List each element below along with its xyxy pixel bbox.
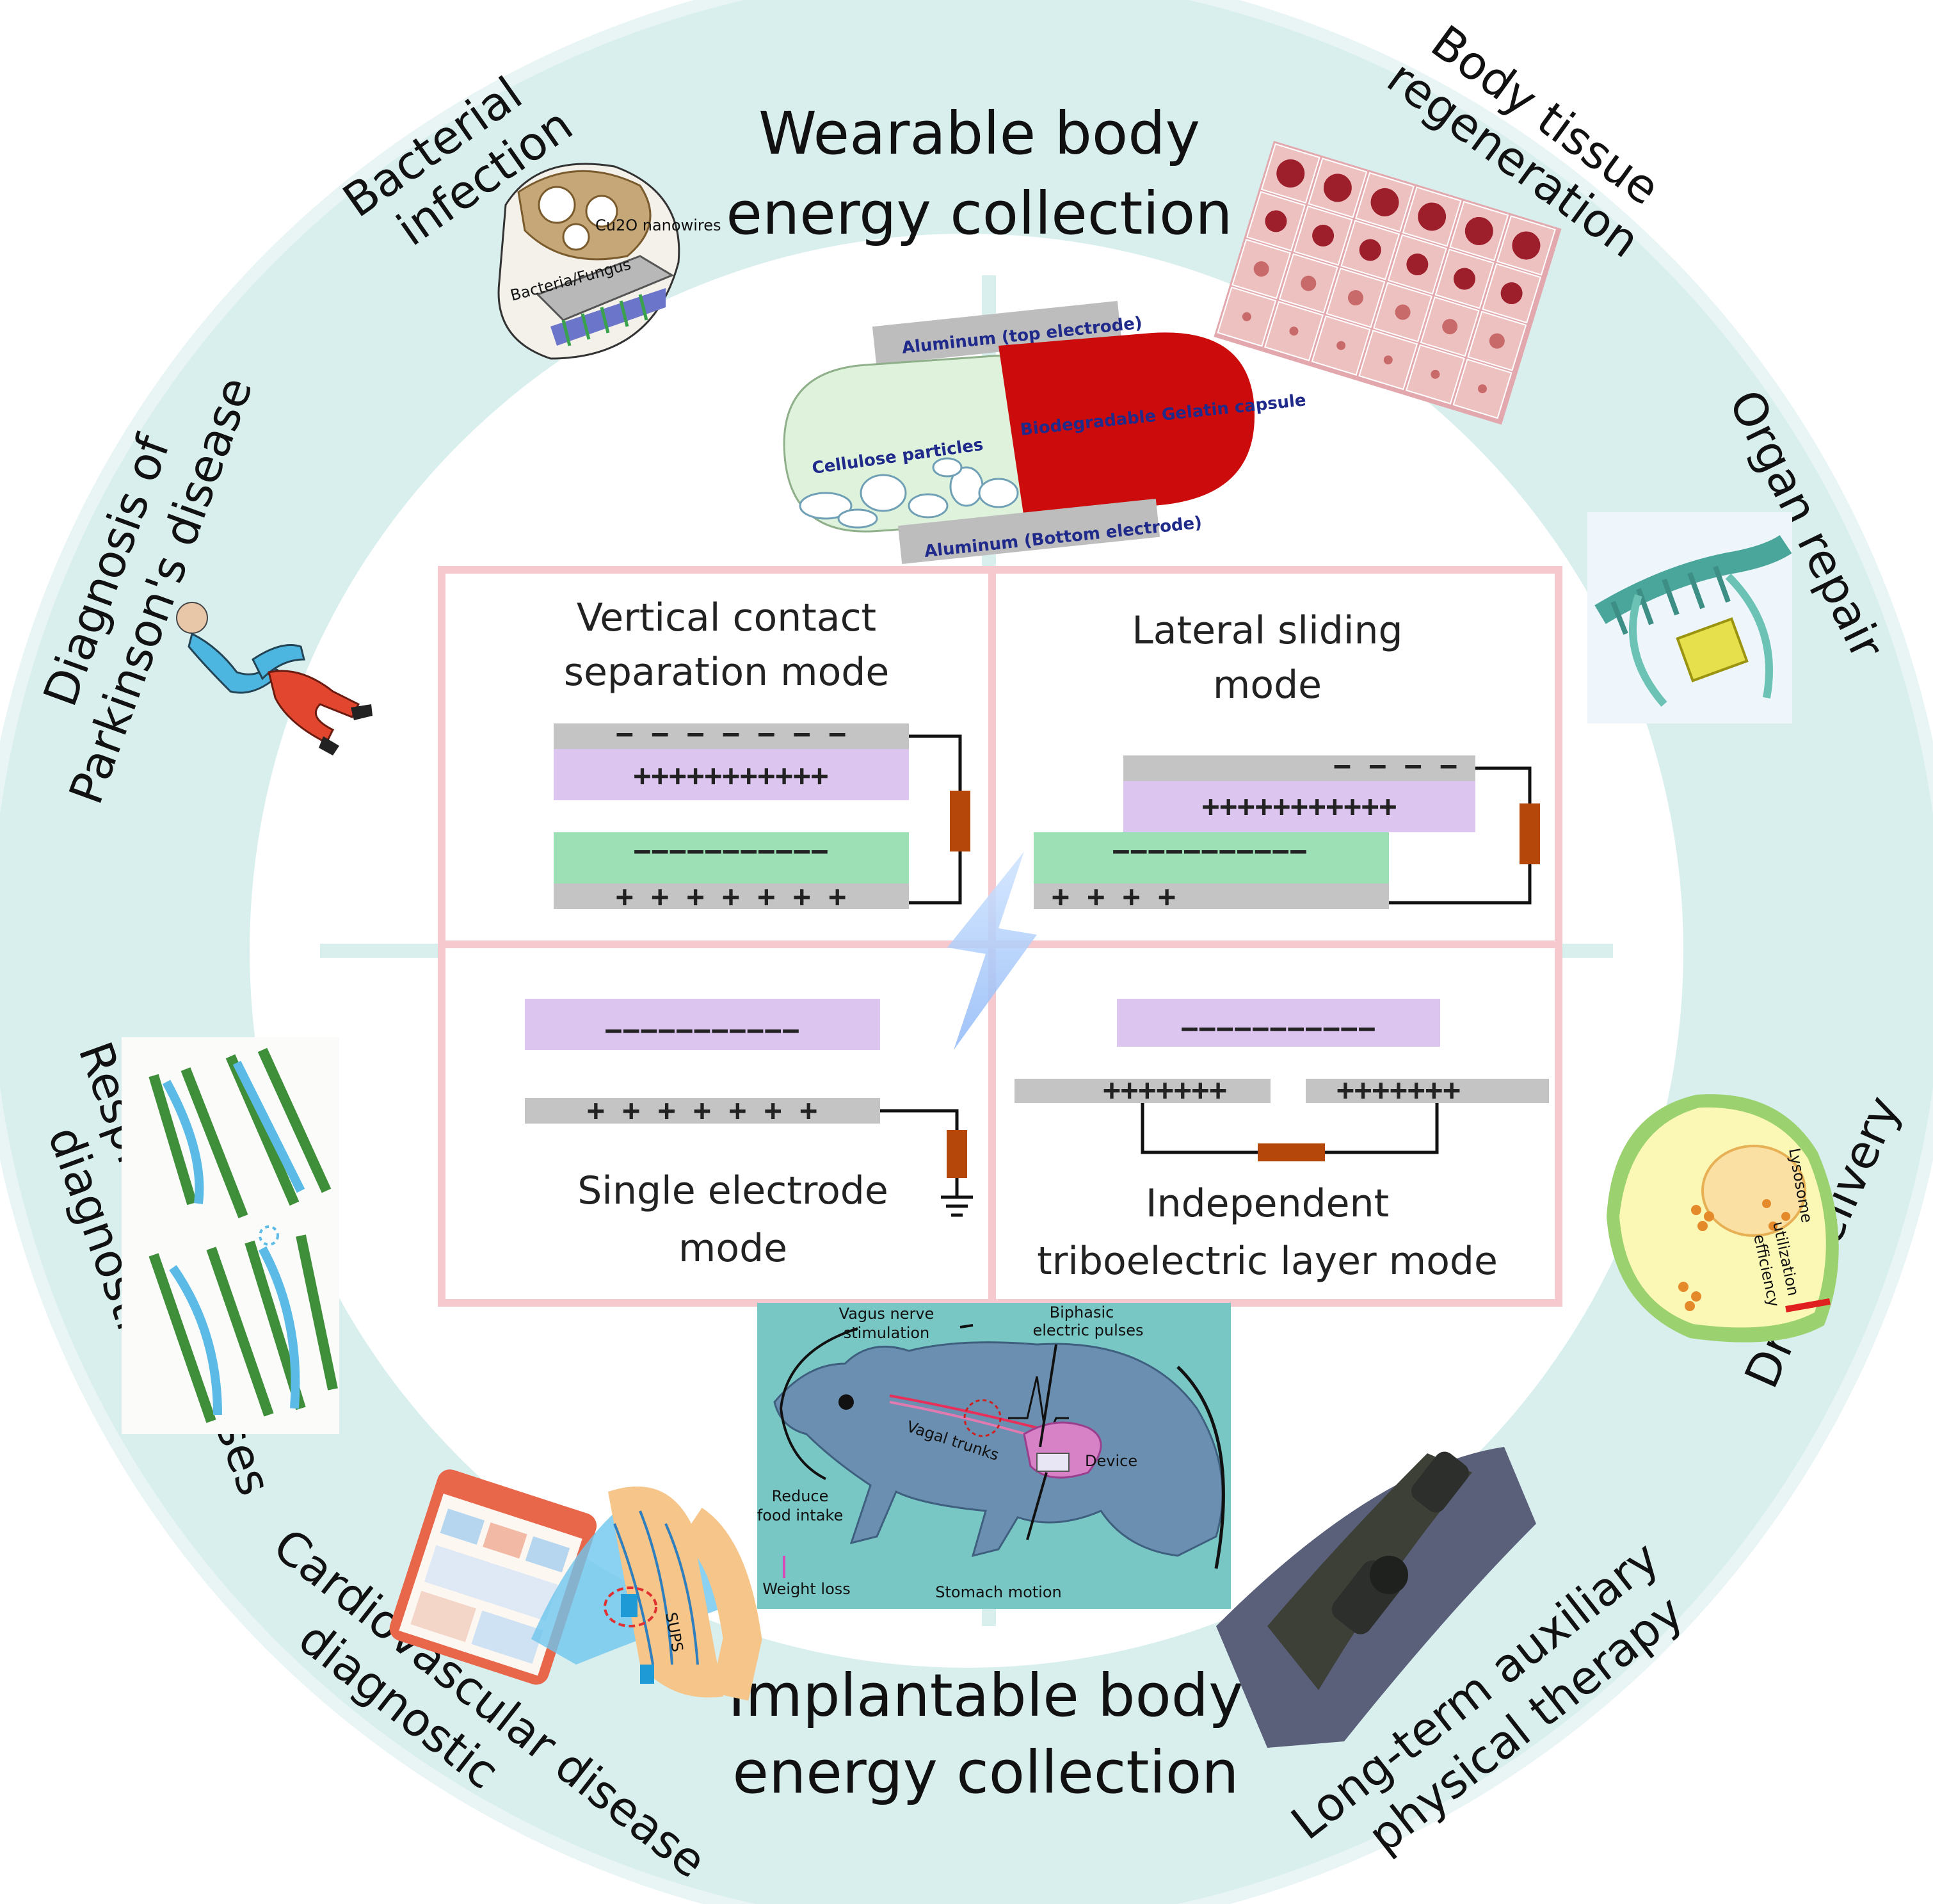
wearable-title-line2: energy collection	[726, 179, 1232, 248]
svg-text:Reduce: Reduce	[772, 1487, 829, 1505]
resistor	[947, 1130, 967, 1178]
respiratory-inset	[122, 1037, 339, 1434]
svg-text:Lateral sliding: Lateral sliding	[1132, 608, 1402, 653]
drug-delivery-inset: Lysosome utilization efficiency	[1607, 1094, 1839, 1343]
implantable-title-line1: Implantable body	[728, 1661, 1243, 1730]
wound-mark	[1312, 225, 1335, 247]
svg-text:food intake: food intake	[757, 1506, 843, 1524]
wearable-title-line1: Wearable body	[758, 99, 1200, 168]
svg-text:Vertical contact: Vertical contact	[577, 595, 876, 640]
wound-mark	[1395, 304, 1411, 320]
rat-body	[773, 1341, 1224, 1558]
vertical-mode: Vertical contact separation mode − − − −…	[554, 595, 970, 914]
wound-mark	[1442, 319, 1458, 335]
wound-mark	[1383, 355, 1393, 365]
cardiovascular-inset: SUPS	[389, 1469, 762, 1701]
wound-mark	[1336, 341, 1346, 350]
svg-text:Vagus nerve: Vagus nerve	[839, 1305, 934, 1323]
wound-mark	[1478, 384, 1488, 394]
wound-mark	[1347, 290, 1363, 306]
wound-mark	[1489, 333, 1505, 349]
svg-text:electric pulses: electric pulses	[1032, 1321, 1143, 1339]
lateral-mode: Lateral sliding mode − − − − +++++++++++…	[1034, 608, 1540, 914]
lightning-bolt-icon	[947, 851, 1037, 1050]
svg-text:Cu2O nanowires: Cu2O nanowires	[595, 216, 721, 234]
wound-mark	[1253, 261, 1269, 277]
svg-text:Biphasic: Biphasic	[1050, 1303, 1114, 1321]
resistor	[1258, 1143, 1325, 1161]
wound-mark	[1464, 216, 1493, 245]
wound-mark	[1454, 268, 1476, 290]
svg-text:+ + + +: + + + +	[1052, 879, 1176, 914]
resistor	[950, 791, 970, 851]
svg-text:mode: mode	[678, 1226, 787, 1271]
wound-mark	[1265, 210, 1287, 232]
svg-text:−−−−−−−−−−−: −−−−−−−−−−−	[605, 1013, 800, 1047]
wound-mark	[1242, 312, 1251, 321]
svg-text:− − − −: − − − −	[1333, 748, 1457, 783]
resistor	[1520, 803, 1540, 864]
svg-text:−−−−−−−−−−−: −−−−−−−−−−−	[634, 834, 829, 868]
organ-repair-inset	[1587, 512, 1792, 723]
svg-text:−−−−−−−−−−−: −−−−−−−−−−−	[1181, 1011, 1376, 1045]
wound-mark	[1370, 188, 1399, 216]
svg-text:+ + + + + + +: + + + + + + +	[616, 879, 846, 914]
bacterial-infection-inset: Cu2O nanowires Bacteria/Fungus	[497, 163, 721, 360]
svg-text:+ + + + + + +: + + + + + + +	[587, 1093, 817, 1127]
svg-text:− − − − − − −: − − − − − − −	[616, 716, 846, 751]
svg-text:Device: Device	[1085, 1452, 1137, 1470]
capsule-right-half	[999, 332, 1255, 519]
wound-mark	[1418, 202, 1447, 231]
svg-text:Single electrode: Single electrode	[577, 1168, 888, 1213]
wound-mark	[1431, 369, 1440, 379]
top-electrode	[872, 300, 1122, 365]
tissue-regeneration-inset	[1214, 141, 1562, 425]
wound-mark	[1289, 327, 1299, 336]
wound-mark	[1512, 231, 1541, 260]
wound-mark	[1301, 275, 1317, 291]
wound-mark	[1276, 159, 1305, 188]
wound-mark	[1500, 282, 1523, 305]
capsule-diagram: Aluminum (top electrode) Cellulose parti…	[783, 300, 1307, 564]
svg-text:+++++++++++: +++++++++++	[1202, 789, 1397, 823]
wound-mark	[1406, 254, 1429, 276]
therapy-inset	[1216, 1447, 1536, 1748]
wound-mark	[1359, 239, 1381, 261]
implantable-title-line2: energy collection	[732, 1738, 1239, 1807]
svg-text:stimulation: stimulation	[844, 1324, 930, 1342]
svg-text:Weight loss: Weight loss	[762, 1580, 851, 1598]
svg-text:−−−−−−−−−−−: −−−−−−−−−−−	[1112, 834, 1308, 868]
svg-text:separation mode: separation mode	[564, 650, 890, 695]
independent-mode: −−−−−−−−−−− +++++++ +++++++ Independent …	[1015, 999, 1549, 1284]
parkinsons-inset	[176, 602, 373, 755]
svg-text:Stomach motion: Stomach motion	[935, 1583, 1061, 1601]
svg-text:+++++++: +++++++	[1103, 1072, 1227, 1107]
svg-text:+++++++: +++++++	[1336, 1072, 1461, 1107]
svg-text:Independent: Independent	[1146, 1181, 1389, 1226]
single-electrode-mode: −−−−−−−−−−− + + + + + + + Single electro…	[525, 999, 973, 1271]
svg-text:triboelectric layer mode: triboelectric layer mode	[1037, 1239, 1498, 1284]
rat-diagram: Vagus nerve stimulation Biphasic electri…	[757, 1303, 1231, 1609]
bottom-electrode	[897, 498, 1160, 564]
wound-mark	[1323, 173, 1352, 202]
svg-text:+++++++++++: +++++++++++	[634, 758, 829, 793]
svg-text:mode: mode	[1213, 663, 1322, 707]
